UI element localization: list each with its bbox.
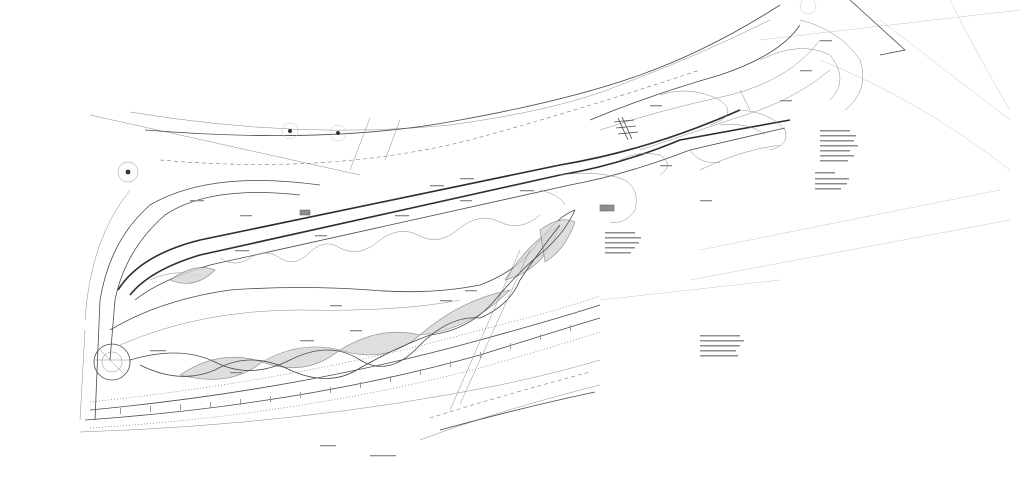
roundabout	[93, 343, 131, 381]
background-contours	[599, 0, 1021, 301]
upper-right-terraces	[589, 0, 906, 176]
survey-markers	[117, 0, 817, 183]
planting-beds	[129, 209, 576, 380]
annotation-marks	[150, 40, 832, 457]
upper-boundary-lines	[89, 4, 781, 176]
lower-rail-lines	[79, 249, 601, 441]
main-trail	[117, 109, 791, 301]
rail-ties	[120, 325, 571, 414]
notes-block	[605, 130, 858, 357]
approach-road	[79, 180, 321, 421]
